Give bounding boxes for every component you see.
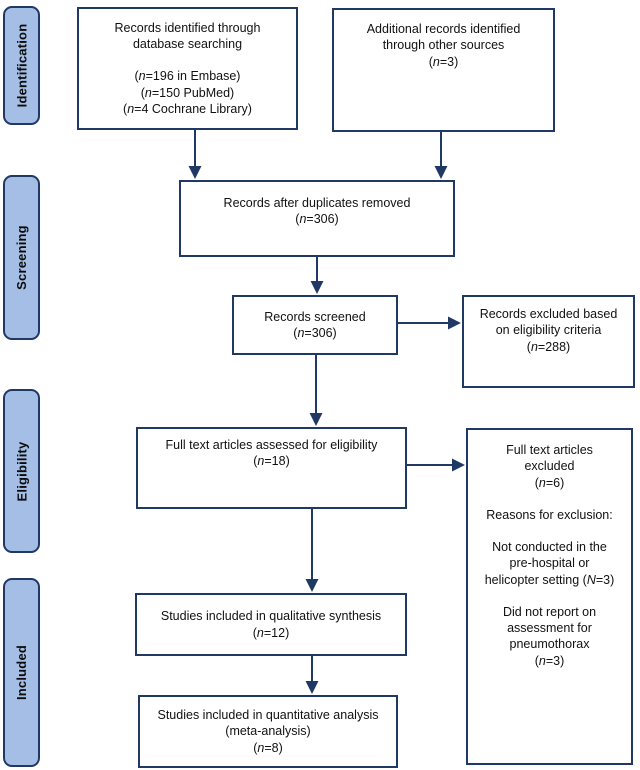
stage-label-included: Included <box>3 578 40 767</box>
stage-label-eligibility: Eligibility <box>3 389 40 553</box>
stage-label-identification: Identification <box>3 6 40 125</box>
node-fulltext-assessed: Full text articles assessed for eligibil… <box>136 427 407 509</box>
node-quantitative-analysis: Studies included in quantitative analysi… <box>138 695 398 768</box>
node-qualitative-synthesis: Studies included in qualitative synthesi… <box>135 593 407 656</box>
stage-label-text: Identification <box>14 23 30 108</box>
stage-label-text: Screening <box>14 225 29 290</box>
stage-label-screening: Screening <box>3 175 40 340</box>
stage-label-text: Eligibility <box>14 441 30 501</box>
node-duplicates-removed: Records after duplicates removed(n=306) <box>179 180 455 257</box>
stage-label-text: Included <box>14 644 29 701</box>
node-records-screened: Records screened(n=306) <box>232 295 398 355</box>
